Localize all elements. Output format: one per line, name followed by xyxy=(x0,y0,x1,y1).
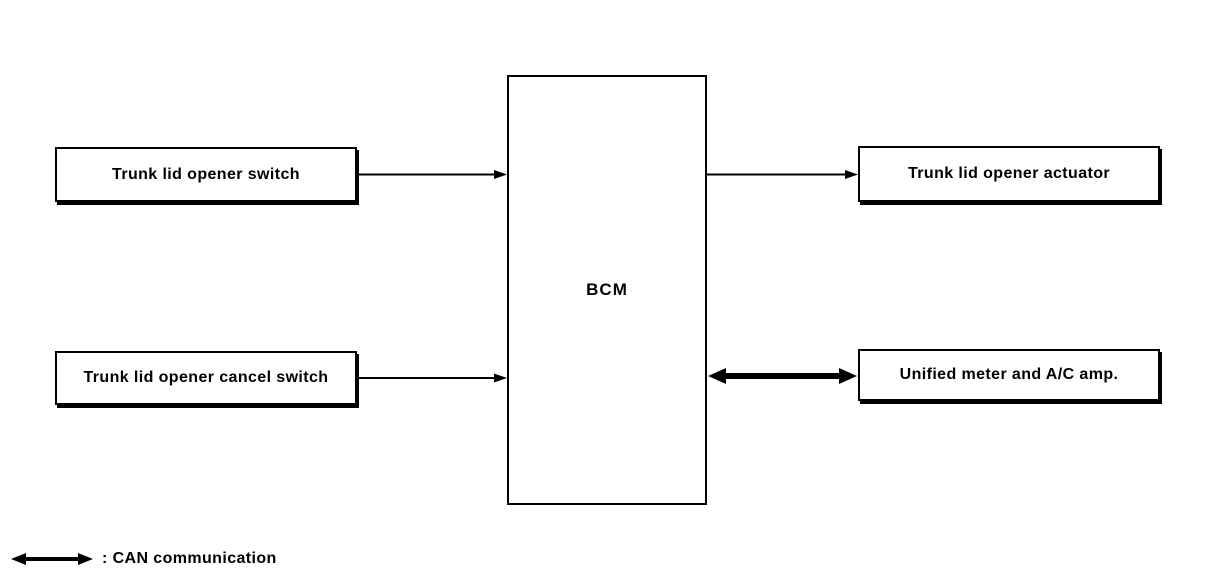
box-trunk-lid-opener-cancel-switch-label: Trunk lid opener cancel switch xyxy=(83,369,329,386)
box-trunk-lid-opener-switch-label: Trunk lid opener switch xyxy=(112,165,300,183)
can-double-arrow-bcm-to-unified-meter xyxy=(708,368,857,384)
legend-label: : CAN communication xyxy=(102,550,277,567)
box-bcm-label: BCM xyxy=(586,280,628,299)
can-double-arrow-icon xyxy=(11,553,93,565)
box-trunk-lid-opener-actuator: Trunk lid opener actuator xyxy=(858,146,1160,202)
box-trunk-lid-opener-switch: Trunk lid opener switch xyxy=(55,147,357,202)
box-bcm: BCM xyxy=(507,75,707,505)
arrow-bcm-to-actuator xyxy=(707,170,858,179)
box-trunk-lid-opener-actuator-label: Trunk lid opener actuator xyxy=(907,165,1111,182)
legend: : CAN communication xyxy=(10,546,277,572)
arrow-cancel-switch-to-bcm xyxy=(357,373,507,383)
arrow-switch-to-bcm xyxy=(357,170,507,179)
box-unified-meter-ac-amp: Unified meter and A/C amp. xyxy=(858,349,1160,401)
box-unified-meter-ac-amp-label: Unified meter and A/C amp. xyxy=(899,366,1119,383)
box-trunk-lid-opener-cancel-switch: Trunk lid opener cancel switch xyxy=(55,351,357,405)
